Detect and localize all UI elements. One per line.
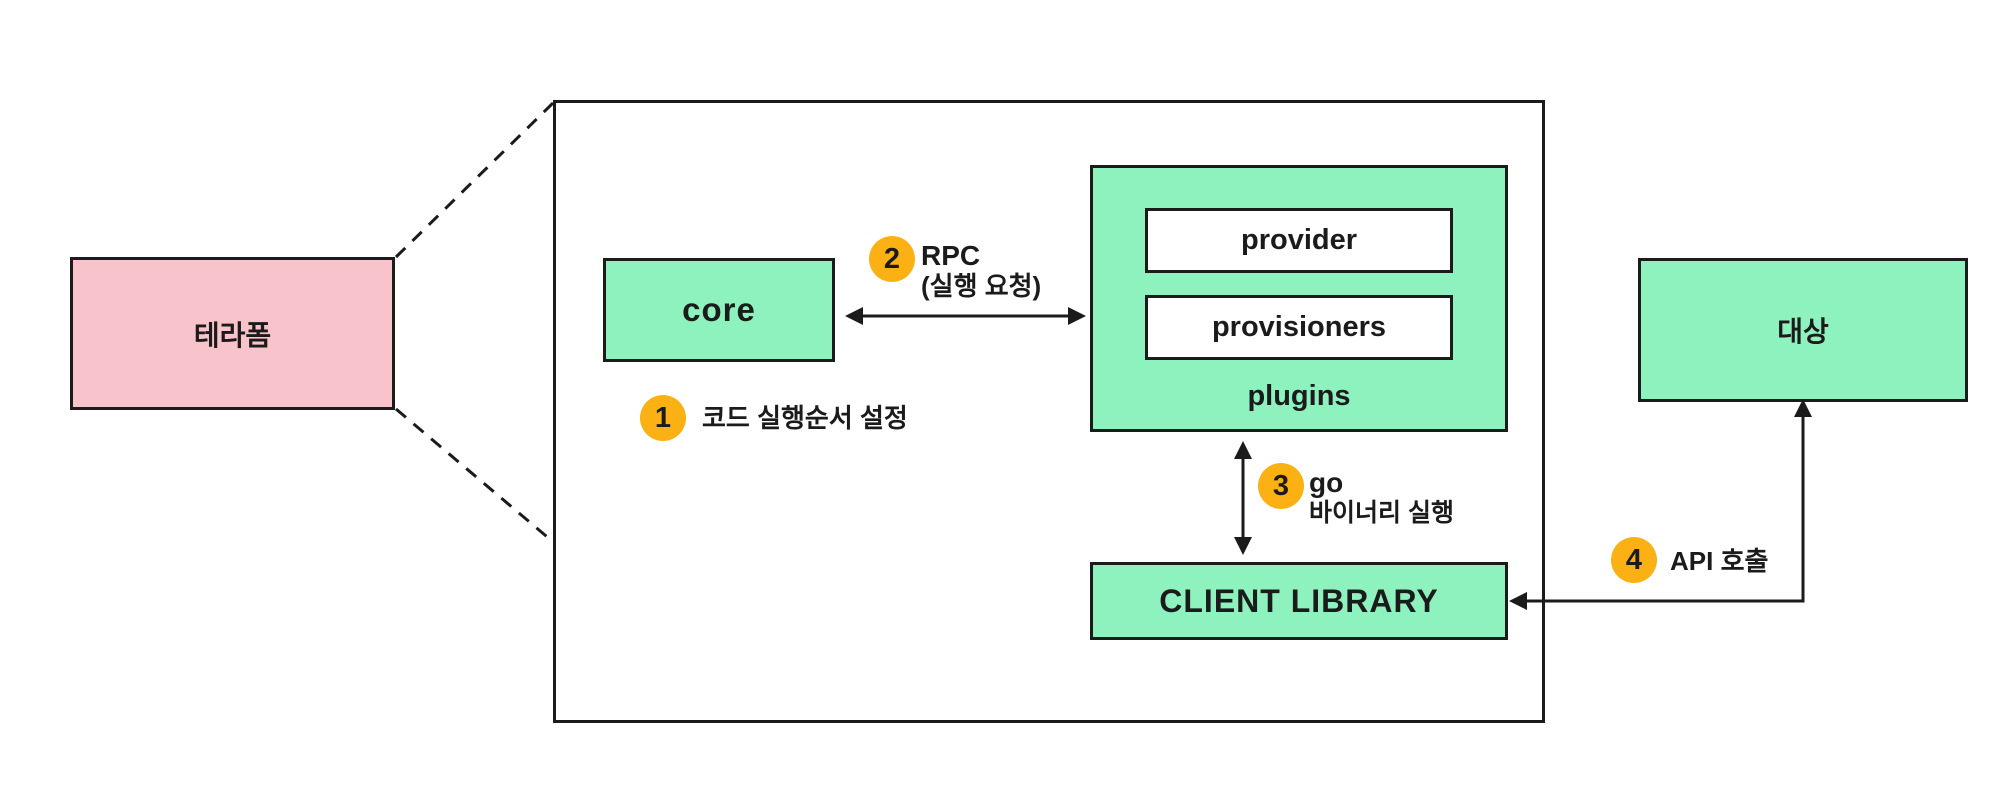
step-1-badge: 1 [640,395,686,441]
step-1-label: 코드 실행순서 설정 [702,403,908,433]
step-4-badge: 4 [1611,537,1657,583]
zoom-dashed-line-top [394,101,555,259]
terraform-label: 테라폼 [193,319,272,351]
core-label: core [682,291,756,328]
zoom-dashed-line-bottom [395,407,553,543]
target-box: 대상 [1638,258,1968,402]
terraform-box: 테라폼 [70,257,395,410]
core-box: core [603,258,835,362]
target-label: 대상 [1777,316,1829,347]
provisioners-box: provisioners [1145,295,1453,360]
step-3-label: go 바이너리 실행 [1309,467,1454,528]
provider-label: provider [1240,224,1358,256]
step-2-label: RPC (실행 요청) [921,240,1042,302]
plugins-box: provider provisioners plugins [1090,165,1508,432]
plugins-label: plugins [1247,380,1351,412]
terraform-internals-container [553,100,1545,723]
client-library-box: CLIENT LIBRARY [1090,562,1508,640]
step-3-badge: 3 [1258,463,1304,509]
api-call-arrow-clientlibrary-target [1509,399,1812,610]
client-library-label: CLIENT LIBRARY [1159,582,1439,619]
provisioners-label: provisioners [1211,311,1387,343]
provider-box: provider [1145,208,1453,273]
step-4-label: API 호출 [1670,546,1769,576]
step-2-badge: 2 [869,236,915,282]
